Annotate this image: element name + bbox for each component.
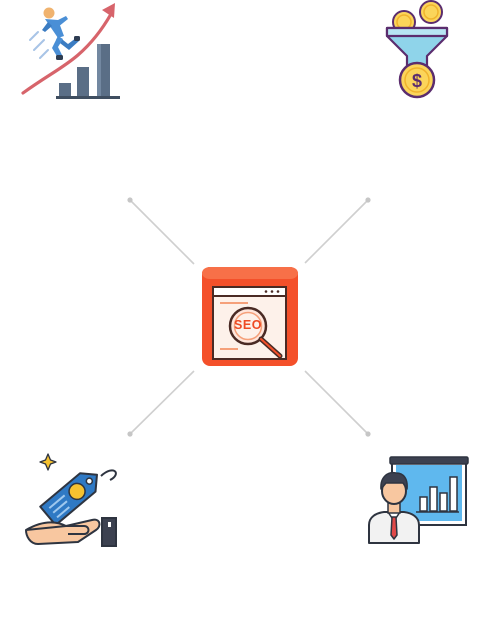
connector-line-top-left — [129, 199, 195, 265]
person-climbing-growth-chart-icon — [21, 3, 120, 99]
svg-text:$: $ — [412, 71, 422, 91]
connector-line-bottom-right — [304, 370, 369, 435]
hand-holding-price-tag-icon — [25, 453, 117, 547]
connector-dot-top-right — [365, 197, 371, 203]
connector-dot-bottom-right — [365, 431, 371, 437]
seo-icon-tile: SEO — [202, 267, 298, 366]
seo-badge-text: SEO — [234, 318, 262, 332]
seo-browser-magnifier-icon — [202, 267, 298, 366]
businessman-presenting-chart-icon — [368, 456, 469, 544]
sales-funnel-coins-icon: $ — [385, 0, 449, 99]
connector-dot-top-left — [127, 197, 133, 203]
connector-dot-bottom-left — [127, 431, 133, 437]
connector-line-bottom-left — [129, 370, 195, 435]
connector-line-top-right — [304, 199, 369, 264]
